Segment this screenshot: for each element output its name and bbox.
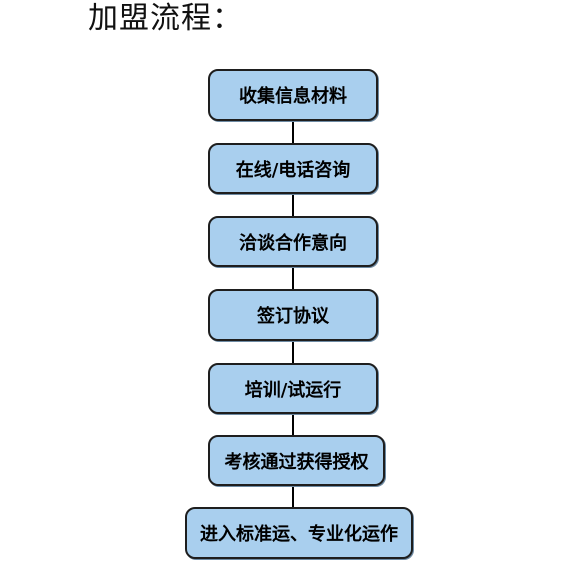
flow-step-standard-operation: 进入标准运、专业化运作 xyxy=(185,507,413,559)
flow-step-label: 在线/电话咨询 xyxy=(235,159,351,181)
flow-step-training: 培训/试运行 xyxy=(208,363,378,414)
connector-5-6 xyxy=(292,413,294,435)
connector-6-7 xyxy=(292,485,294,507)
connector-2-3 xyxy=(292,193,294,216)
connector-1-2 xyxy=(292,120,294,143)
flow-step-label: 考核通过获得授权 xyxy=(224,451,369,473)
flow-step-collect-info: 收集信息材料 xyxy=(208,69,378,121)
connector-3-4 xyxy=(292,266,294,289)
flow-step-label: 签订协议 xyxy=(257,306,329,327)
flow-step-label: 收集信息材料 xyxy=(239,86,347,107)
flow-step-consult: 在线/电话咨询 xyxy=(208,143,378,194)
flow-step-sign-agreement: 签订协议 xyxy=(208,289,378,341)
page-title: 加盟流程： xyxy=(88,1,243,36)
connector-4-5 xyxy=(292,340,294,363)
flow-step-authorization: 考核通过获得授权 xyxy=(208,435,385,486)
flow-step-label: 进入标准运、专业化运作 xyxy=(200,524,398,545)
flow-step-label: 培训/试运行 xyxy=(244,379,342,401)
flow-step-negotiate: 洽谈合作意向 xyxy=(208,216,378,267)
flow-step-label: 洽谈合作意向 xyxy=(239,232,347,254)
